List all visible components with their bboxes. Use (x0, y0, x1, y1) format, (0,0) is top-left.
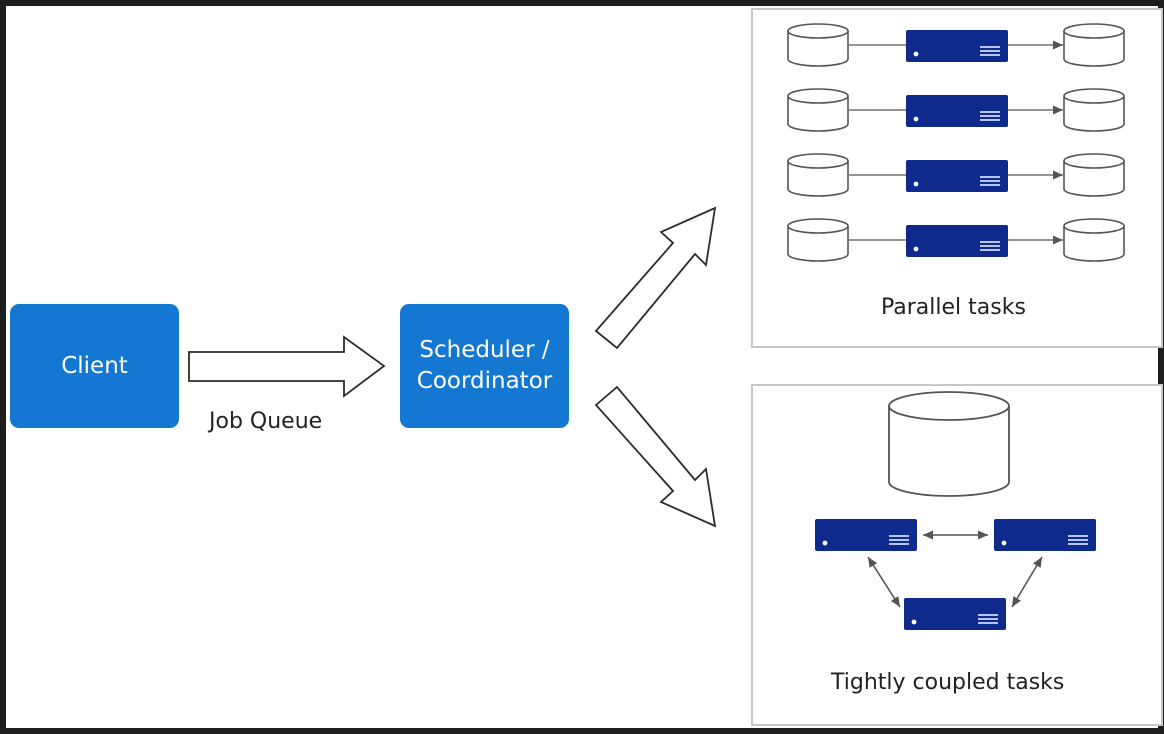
server-icon (906, 225, 1008, 257)
parallel-lane (787, 88, 1125, 132)
input-database-icon (787, 218, 849, 262)
scheduler-box: Scheduler / Coordinator (400, 304, 569, 428)
link-arrow (867, 556, 901, 608)
output-database-icon (1063, 23, 1125, 67)
link-arrow (1011, 556, 1043, 608)
coupled-tasks-caption: Tightly coupled tasks (831, 670, 1065, 695)
job-queue-arrow (188, 335, 386, 398)
server-icon (906, 95, 1008, 127)
output-database-icon (1063, 88, 1125, 132)
parallel-lane (787, 218, 1125, 262)
server-icon (994, 519, 1096, 551)
input-database-icon (787, 23, 849, 67)
server-icon (906, 30, 1008, 62)
server-icon (815, 519, 917, 551)
coupled-arrow (594, 385, 717, 528)
parallel-tasks-panel: Parallel tasks (751, 8, 1163, 348)
output-database-icon (1063, 218, 1125, 262)
scheduler-label-line2: Coordinator (416, 368, 553, 394)
parallel-tasks-caption: Parallel tasks (881, 295, 1026, 320)
job-queue-label: Job Queue (209, 409, 323, 434)
parallel-lanes (787, 23, 1125, 262)
server-icon (904, 598, 1006, 630)
parallel-lane (787, 153, 1125, 197)
connections-layer (188, 206, 717, 528)
coupled-cluster (815, 391, 1096, 630)
client-box: Client (10, 304, 179, 428)
input-database-icon (787, 88, 849, 132)
scheduler-label-line1: Scheduler / (419, 337, 550, 363)
output-database-icon (1063, 153, 1125, 197)
parallel-arrow (594, 206, 717, 350)
input-database-icon (787, 153, 849, 197)
parallel-lane (787, 23, 1125, 67)
coupled-tasks-panel: Tightly coupled tasks (751, 384, 1163, 726)
diagram-canvas: Client Job Queue Scheduler / Coordinator (6, 6, 1163, 728)
client-label: Client (61, 352, 128, 379)
server-icon (906, 160, 1008, 192)
shared-database-icon (888, 391, 1010, 497)
